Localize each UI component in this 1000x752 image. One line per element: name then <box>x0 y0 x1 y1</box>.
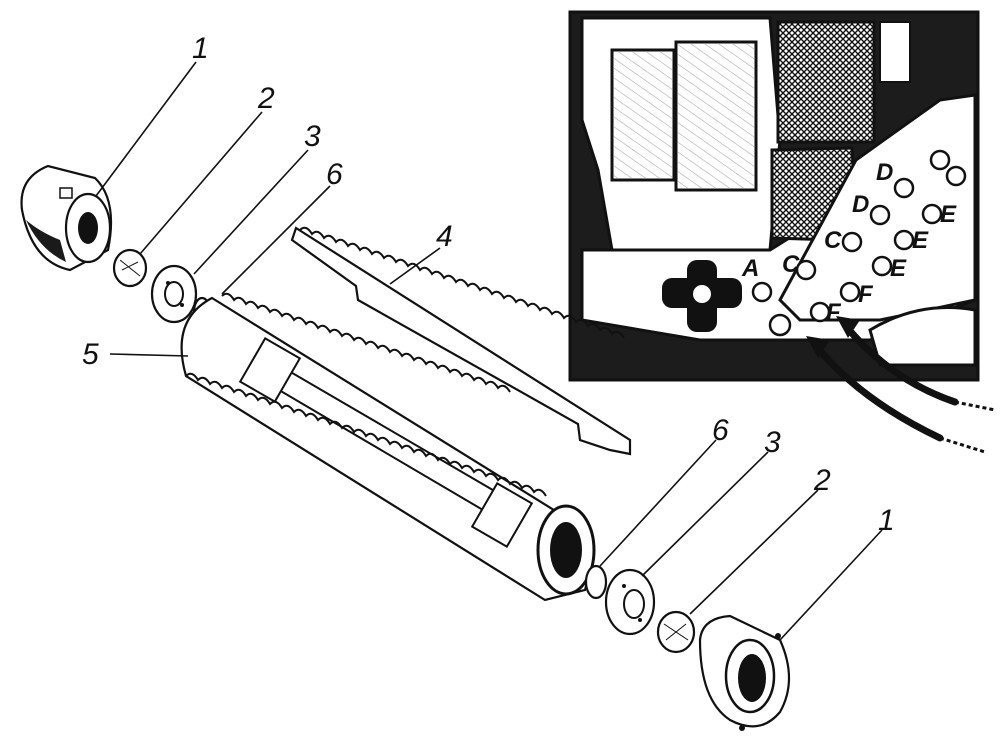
inset-arrows <box>811 321 959 442</box>
top-housing <box>20 164 113 272</box>
inset-top-grill <box>776 20 876 144</box>
inset-label-d1: D <box>852 191 869 218</box>
callout-bottom-housing: 1 <box>878 504 895 537</box>
inset-links-icon <box>929 149 967 187</box>
callout-bottom-plate: 3 <box>764 426 781 459</box>
inset-label-e2: E <box>912 227 929 254</box>
inset-label-f2: F <box>858 281 874 308</box>
rack <box>290 226 632 456</box>
callout-top-housing: 1 <box>192 32 209 65</box>
top-bearing <box>112 248 148 288</box>
cylinder <box>180 292 596 602</box>
inset-machine-view: A C C D D E E E F F <box>568 10 980 382</box>
inset-lube-points <box>751 177 943 337</box>
inset-label-a: A <box>741 255 759 282</box>
inset-cross-pad <box>662 260 742 332</box>
callout-top-plate: 3 <box>304 120 321 153</box>
bottom-plate <box>604 568 656 636</box>
callout-bottom-ring: 6 <box>712 414 729 447</box>
callout-bottom-bearing: 2 <box>813 464 831 497</box>
inset-label-c1: C <box>782 251 800 278</box>
arrow-head-2 <box>836 316 860 338</box>
leader-lines <box>95 61 883 641</box>
inset-wheel <box>868 306 977 367</box>
inset-label-e1: E <box>940 201 957 228</box>
bottom-bearing <box>656 610 696 654</box>
callout-top-ring: 6 <box>326 158 343 191</box>
callout-cylinder: 5 <box>82 338 99 371</box>
bottom-ring <box>584 564 608 600</box>
arrow-head-1 <box>806 336 830 358</box>
bottom-housing <box>698 614 790 731</box>
callout-top-bearing: 2 <box>257 82 275 115</box>
inset-label-e3: E <box>890 255 907 282</box>
top-plate <box>150 264 198 324</box>
inset-label-d2: D <box>876 159 893 186</box>
callout-rack: 4 <box>436 220 453 253</box>
inset-label-c2: C <box>824 227 842 254</box>
